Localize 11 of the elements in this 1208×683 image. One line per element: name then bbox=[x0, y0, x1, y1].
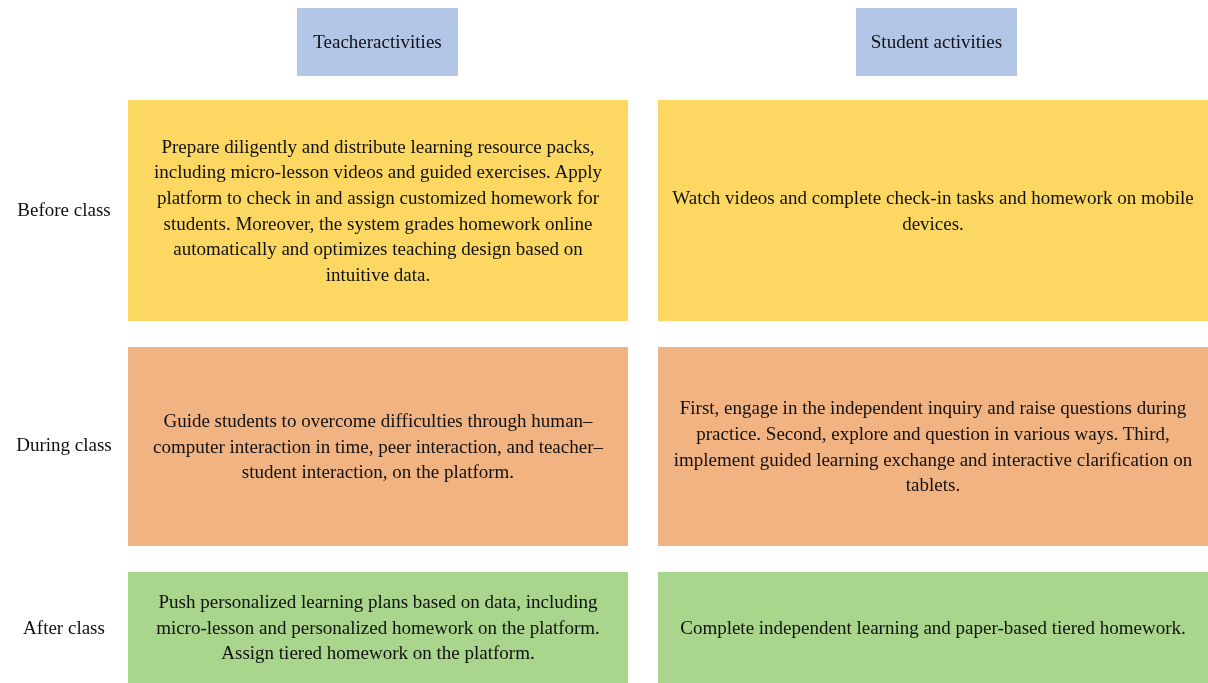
column-header: Teacheractivities bbox=[297, 8, 458, 76]
activity-box: First, engage in the independent inquiry and raise questions during practice. Second, explore and question in various ways. Third, implement guided learning exchange and interactive clarification on tablets. bbox=[658, 347, 1208, 546]
activity-box: Push personalized learning plans based on data, including micro-lesson and personalized homework on the platform. Assign tiered homework on the platform. bbox=[128, 572, 628, 683]
column-header: Student activities bbox=[856, 8, 1017, 76]
activity-box: Watch videos and complete check-in tasks and homework on mobile devices. bbox=[658, 100, 1208, 321]
activity-box: Prepare diligently and distribute learning resource packs, including micro-lesson videos and guided exercises. Apply platform to check in and assign customized homework for students. Moreover, the system grades homework online automatically and optimizes teaching design based on intuitive data. bbox=[128, 100, 628, 321]
activity-box: Guide students to overcome difficulties through human–computer interaction in time, peer interaction, and teacher–student interaction, on the platform. bbox=[128, 347, 628, 546]
row-label: After class bbox=[22, 617, 106, 639]
row-label: Before class bbox=[16, 199, 112, 221]
row-label: During class bbox=[15, 434, 113, 456]
activity-box: Complete independent learning and paper-based tiered homework. bbox=[658, 572, 1208, 683]
